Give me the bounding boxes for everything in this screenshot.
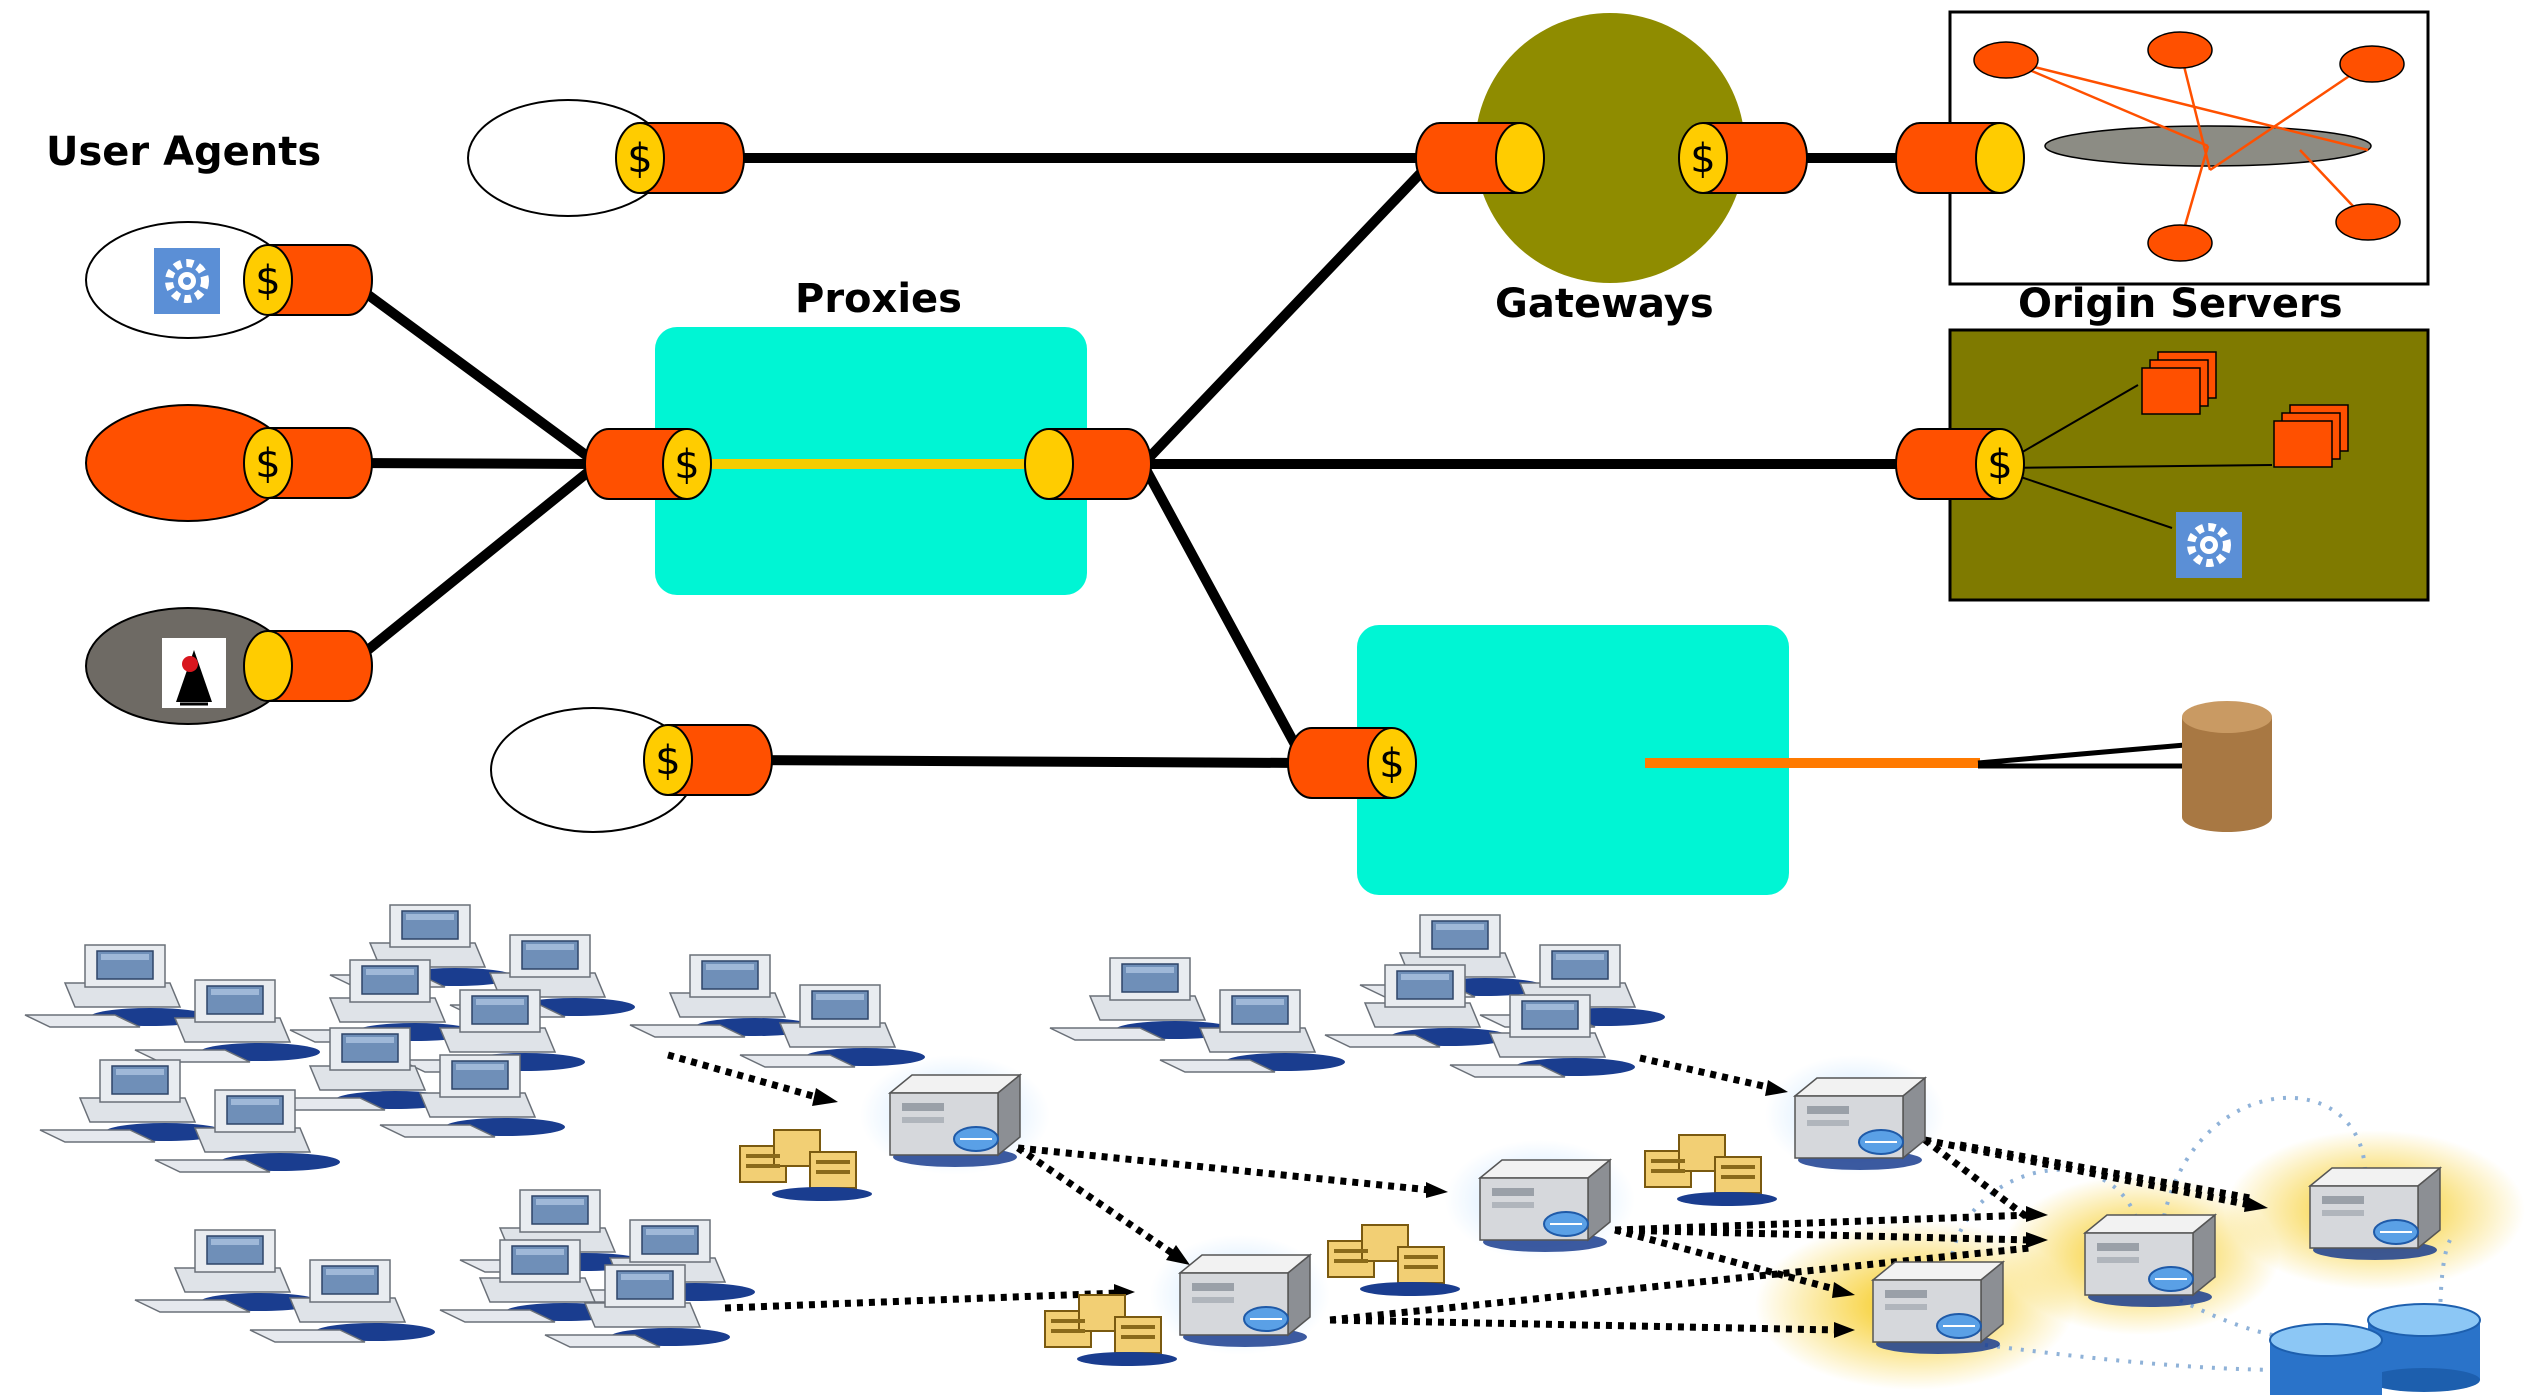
network-server-icon xyxy=(2084,1214,2216,1308)
cache-connector: $ xyxy=(1678,122,1808,194)
network-server-icon xyxy=(2309,1167,2441,1261)
network-illustration xyxy=(24,904,2525,1395)
desktop-computer-icon xyxy=(24,944,211,1028)
cache-symbol: $ xyxy=(655,738,680,784)
cache-connector xyxy=(1415,122,1545,194)
connectors: $ $ $ $ $ $ $ $ xyxy=(243,122,2025,799)
cache-connector: $ xyxy=(584,428,712,500)
document-stack-icon xyxy=(1644,1134,1778,1207)
label-origin-servers: Origin Servers xyxy=(2018,281,2343,327)
database-icon xyxy=(2182,701,2272,832)
cache-connector: $ xyxy=(1895,428,2025,500)
gateway-node xyxy=(1475,13,1745,283)
cache-symbol: $ xyxy=(1379,741,1404,787)
cache-symbol: $ xyxy=(674,442,699,488)
cache-connector: $ xyxy=(615,122,745,194)
connection-links xyxy=(343,153,1910,768)
cache-connector xyxy=(243,630,373,702)
java-duke-icon xyxy=(162,638,226,708)
network-server-icon xyxy=(1872,1261,2004,1355)
cache-symbol: $ xyxy=(627,136,652,182)
label-proxies: Proxies xyxy=(795,276,962,322)
database-icon xyxy=(2269,1303,2481,1395)
cache-connector: $ xyxy=(1287,727,1417,799)
cache-symbol: $ xyxy=(1987,442,2012,488)
network-server-icon xyxy=(1794,1077,1926,1171)
gear-icon xyxy=(154,248,220,314)
cache-symbol: $ xyxy=(1690,136,1715,182)
cache-connector: $ xyxy=(643,724,773,796)
cache-symbol: $ xyxy=(255,441,280,487)
cache-connector xyxy=(1895,122,2025,194)
network-server-icon xyxy=(1179,1254,1311,1348)
tunnel-to-database-links xyxy=(1977,742,2186,769)
document-stack-icon xyxy=(739,1129,873,1202)
network-server-icon xyxy=(889,1074,1021,1168)
cache-connector xyxy=(1024,428,1152,500)
label-user-agents: User Agents xyxy=(46,129,321,175)
server-network-graph xyxy=(1973,31,2405,262)
cache-connector: $ xyxy=(243,244,373,316)
document-stack-icon xyxy=(2141,351,2217,415)
document-stack-icon xyxy=(2273,404,2349,468)
label-gateways: Gateways xyxy=(1495,281,1714,327)
cache-connector: $ xyxy=(243,427,373,499)
cache-symbol: $ xyxy=(255,258,280,304)
gear-icon xyxy=(2176,512,2242,578)
network-server-icon xyxy=(1479,1159,1611,1253)
document-stack-icon xyxy=(1327,1224,1461,1297)
proxy-box-bottom xyxy=(1357,625,1789,895)
